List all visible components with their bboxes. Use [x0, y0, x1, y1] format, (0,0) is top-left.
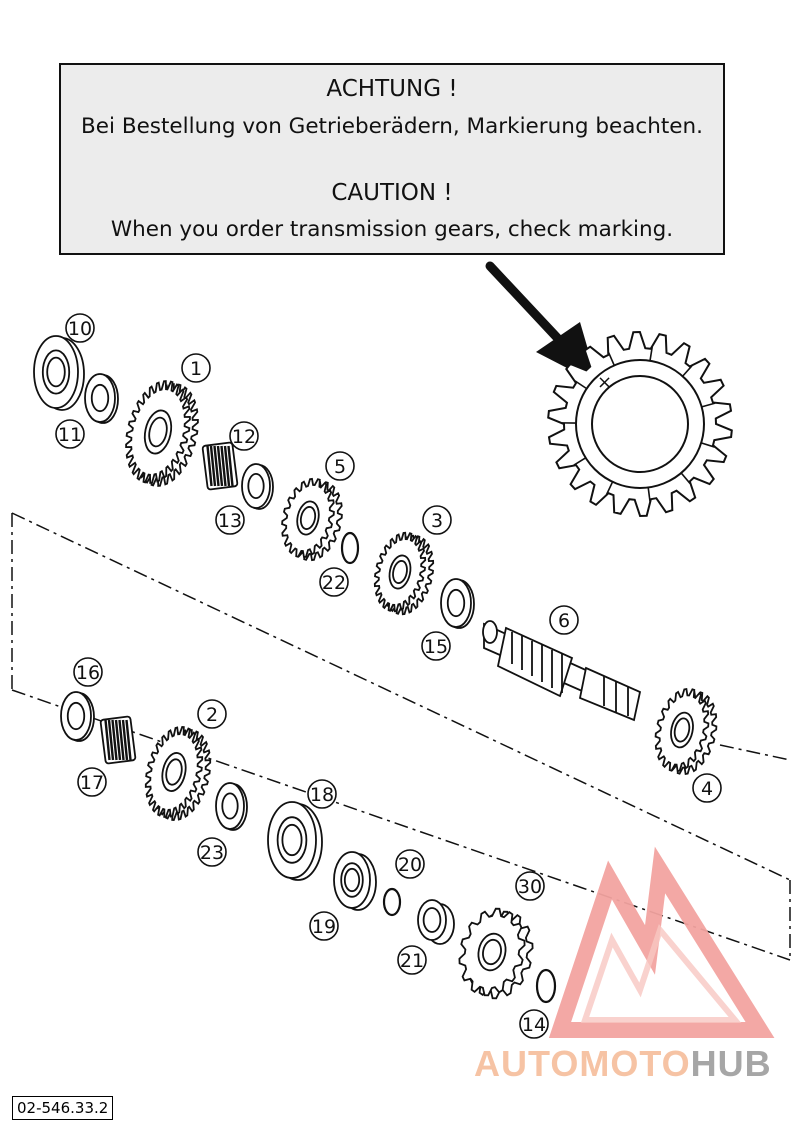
- washer-part-16: [60, 691, 95, 742]
- needle-bearing-part-12: [201, 441, 239, 491]
- gear-part-1: [125, 380, 199, 487]
- callout-number: 17: [80, 772, 104, 794]
- callout-16: 16: [73, 657, 103, 687]
- document-code: 02-546.33.2: [12, 1096, 114, 1120]
- o-ring-part-20: [382, 887, 402, 917]
- callout-number: 23: [200, 842, 224, 864]
- callout-21: 21: [397, 945, 427, 975]
- seal-ring-part-19: [333, 851, 377, 911]
- watermark-logo: AUTOMOTOHUB: [474, 846, 775, 1084]
- sprocket-part-30: [458, 907, 534, 1000]
- callout-18: 18: [307, 779, 337, 809]
- notice-text-de: Bei Bestellung von Getrieberädern, Marki…: [81, 114, 703, 139]
- callout-number: 1: [190, 358, 202, 380]
- callout-number: 5: [334, 456, 346, 478]
- callout-23: 23: [197, 837, 227, 867]
- callout-number: 14: [522, 1014, 546, 1036]
- callout-22: 22: [319, 567, 349, 597]
- callout-4: 4: [692, 773, 722, 803]
- callout-number: 20: [398, 854, 422, 876]
- callout-number: 2: [206, 704, 218, 726]
- callout-number: 16: [76, 662, 100, 684]
- callout-number: 11: [58, 424, 82, 446]
- marking-symbol: ×: [597, 372, 612, 393]
- gear-part-2: [144, 726, 212, 821]
- callout-number: 12: [232, 426, 256, 448]
- callout-number: 22: [322, 572, 346, 594]
- callout-number: 10: [68, 318, 92, 340]
- callout-30: 30: [515, 871, 545, 901]
- main-shaft: [482, 620, 642, 722]
- callout-10: 10: [65, 313, 95, 343]
- callout-5: 5: [325, 451, 355, 481]
- callout-14: 14: [519, 1009, 549, 1039]
- notice-heading-de: ACHTUNG !: [326, 76, 457, 102]
- gear-part-4: [654, 687, 718, 776]
- washer-part-23: [215, 782, 248, 831]
- callout-15: 15: [421, 631, 451, 661]
- notice-heading-en: CAUTION !: [331, 180, 452, 206]
- callout-12: 12: [229, 421, 259, 451]
- callout-3: 3: [422, 505, 452, 535]
- callout-number: 15: [424, 636, 448, 658]
- washer-part-15: [440, 578, 475, 629]
- callout-number: 6: [558, 610, 570, 632]
- callout-number: 4: [701, 778, 713, 800]
- watermark-text: AUTOMOTOHUB: [474, 1043, 772, 1084]
- detail-gear: ×: [547, 330, 733, 518]
- gear-part-3: [373, 531, 435, 616]
- callout-17: 17: [77, 767, 107, 797]
- callout-11: 11: [55, 419, 85, 449]
- needle-bearing-part-17: [99, 715, 137, 765]
- watermark-triangle: [548, 846, 775, 1038]
- callout-19: 19: [309, 911, 339, 941]
- bearing-part-10: [33, 335, 85, 411]
- callout-20: 20: [395, 849, 425, 879]
- callout-number: 18: [310, 784, 334, 806]
- callout-number: 21: [400, 950, 424, 972]
- circlip-part-22: [340, 531, 360, 565]
- callout-6: 6: [549, 605, 579, 635]
- notice-text-en: When you order transmission gears, check…: [111, 217, 673, 242]
- callout-2: 2: [197, 699, 227, 729]
- washer-part-13: [241, 463, 274, 510]
- watermark-text-part2: HUB: [691, 1043, 772, 1084]
- callout-number: 30: [518, 876, 542, 898]
- gear-part-5: [281, 477, 343, 562]
- bearing-part-18: [267, 801, 323, 881]
- callout-number: 19: [312, 916, 336, 938]
- callout-number: 13: [218, 510, 242, 532]
- marking-arrow: [485, 261, 598, 384]
- callout-1: 1: [181, 353, 211, 383]
- bushing-part-21: [417, 899, 455, 945]
- watermark-text-part1: AUTOMOTO: [474, 1043, 691, 1084]
- notice-box: ACHTUNG ! Bei Bestellung von Getrieberäd…: [59, 63, 725, 255]
- washer-part-11: [84, 373, 119, 424]
- circlip-part-14: [535, 968, 557, 1004]
- callout-13: 13: [215, 505, 245, 535]
- callout-number: 3: [431, 510, 443, 532]
